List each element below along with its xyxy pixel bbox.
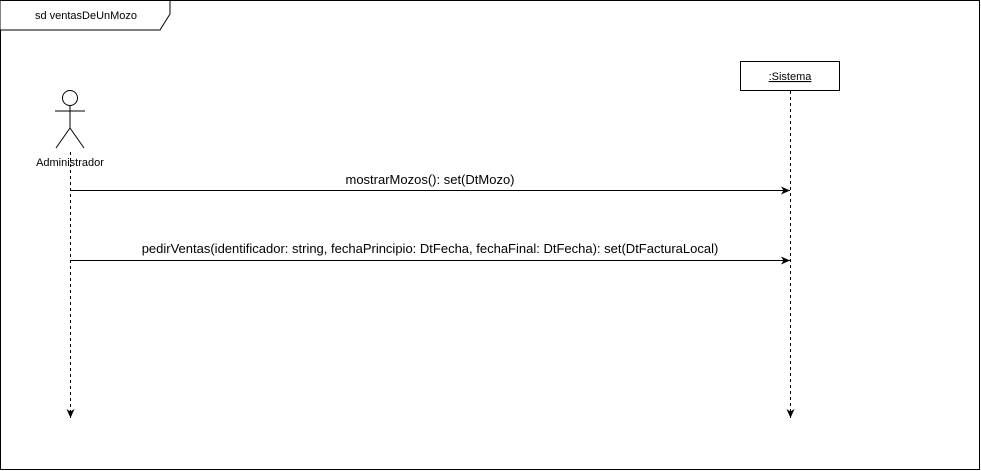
lifeline-label: :Sistema: [769, 71, 813, 83]
message-label: mostrarMozos(): set(DtMozo): [345, 172, 514, 187]
actor-administrador: Administrador: [36, 90, 104, 169]
frame-title: sd ventasDeUnMozo: [35, 10, 137, 22]
lifeline-head-box: [740, 61, 840, 91]
lifeline-sistema: :Sistema: [740, 61, 840, 91]
message-pedir-ventas: pedirVentas(identificador: string, fecha…: [70, 241, 790, 265]
message-mostrar-mozos: mostrarMozos(): set(DtMozo): [70, 172, 790, 195]
frame-title-tab: sd ventasDeUnMozo: [0, 0, 171, 31]
actor-stick-figure-icon: [55, 90, 85, 149]
message-label: pedirVentas(identificador: string, fecha…: [142, 241, 719, 256]
actor-label: Administrador: [36, 157, 104, 169]
